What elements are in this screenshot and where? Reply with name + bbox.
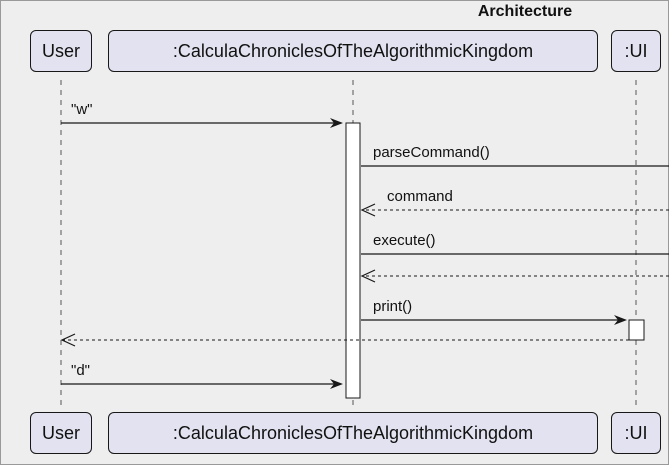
message-label-w: "w" (71, 101, 92, 118)
participant-user-top: User (30, 30, 92, 72)
arrowhead-print (614, 315, 627, 325)
message-label-command: command (387, 188, 453, 205)
arrowhead-execute-return (360, 269, 376, 283)
participant-ui-bottom: :UI (611, 412, 661, 454)
arrowhead-command (360, 203, 376, 217)
participant-user-bottom: User (30, 412, 92, 454)
message-label-d: "d" (71, 362, 90, 379)
arrowhead-user-return (60, 333, 76, 347)
diagram-title: Architecture (477, 3, 573, 20)
arrowhead-d (330, 379, 343, 389)
activation-main (345, 122, 361, 399)
participant-main-top: :CalculaChroniclesOfTheAlgorithmicKingdo… (108, 30, 598, 72)
message-label-execute: execute() (373, 232, 436, 249)
message-label-print: print() (373, 298, 412, 315)
activation-ui (628, 319, 645, 341)
participant-main-bottom: :CalculaChroniclesOfTheAlgorithmicKingdo… (108, 412, 598, 454)
message-label-parsecommand: parseCommand() (373, 144, 490, 161)
arrowhead-w (330, 118, 343, 128)
participant-ui-top: :UI (611, 30, 661, 72)
